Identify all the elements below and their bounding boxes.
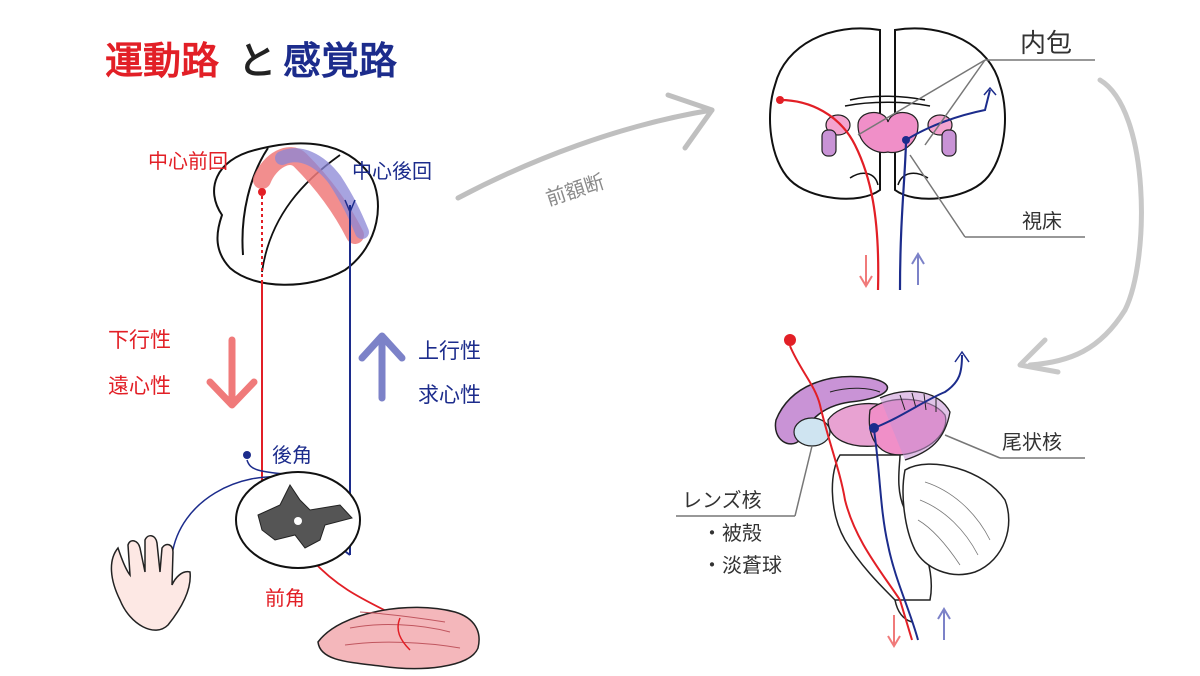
- label-lentiform-nucleus: レンズ核: [682, 488, 762, 512]
- label-internal-capsule: 内包: [1020, 29, 1072, 59]
- label-centrifugal: 遠心性: [108, 374, 171, 398]
- spinal-cord-section-icon: [235, 471, 361, 569]
- coronal-motor-tract: [776, 96, 880, 291]
- bg-motor-tract: [784, 334, 913, 641]
- label-ascending: 上行性: [418, 339, 481, 363]
- muscle-icon: [317, 606, 480, 670]
- basal-ganglia-3d-icon: [774, 375, 1010, 623]
- descending-arrow-icon: [206, 336, 258, 409]
- coronal-sensory-tract: [898, 86, 997, 291]
- label-putamen: ・被殻: [702, 521, 762, 545]
- brain-top-view-icon: [213, 142, 379, 286]
- hand-icon: [110, 535, 191, 631]
- bg-up-arrow-icon: [937, 607, 951, 640]
- title-motor: 運動路: [105, 39, 220, 83]
- caudate-leader: [944, 434, 1085, 459]
- frontal-section-arrow-icon: [455, 92, 715, 201]
- label-caudate-nucleus: 尾状核: [1002, 430, 1062, 454]
- label-centripetal: 求心性: [418, 383, 481, 407]
- internal-capsule-leader: [857, 59, 1095, 146]
- title-sensory: 感覚路: [283, 39, 398, 83]
- ascending-arrow-icon: [358, 332, 406, 402]
- curve-arrow-icon: [1017, 77, 1144, 375]
- label-anterior-horn: 前角: [265, 586, 305, 610]
- thalamus-leader: [909, 154, 1085, 238]
- label-precentral-gyrus: 中心前回: [148, 149, 228, 173]
- label-thalamus: 視床: [1022, 209, 1062, 233]
- label-posterior-horn: 後角: [272, 443, 312, 467]
- label-frontal-section: 前額断: [543, 169, 607, 210]
- label-descending: 下行性: [108, 328, 171, 352]
- label-globus-pallidus: ・淡蒼球: [702, 553, 782, 577]
- lentiform-leader: [676, 445, 813, 517]
- bg-down-arrow-icon: [887, 615, 901, 648]
- label-postcentral-gyrus: 中心後回: [352, 159, 432, 183]
- title-connector: と: [238, 39, 276, 83]
- bg-sensory-tract: [869, 350, 970, 641]
- coronal-down-arrow-icon: [859, 255, 873, 288]
- coronal-up-arrow-icon: [911, 252, 925, 285]
